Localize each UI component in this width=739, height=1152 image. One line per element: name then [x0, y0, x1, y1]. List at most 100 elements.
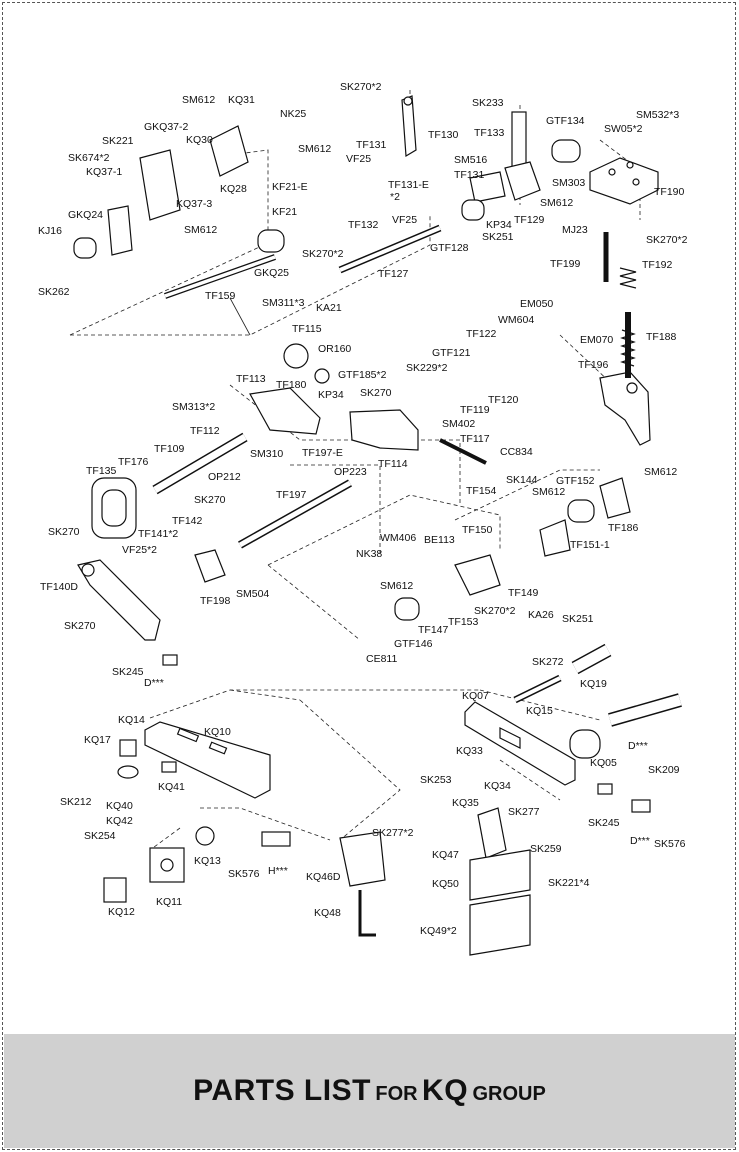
part-label: SK270: [48, 526, 80, 538]
bushing-gkq25: [257, 229, 285, 253]
part-label: SK277*2: [372, 827, 414, 839]
part-label: KQ10: [204, 726, 231, 738]
part-label: TF112: [190, 425, 220, 437]
part-label: KP34: [318, 389, 344, 401]
part-label: KQ47: [432, 849, 459, 861]
bushing-gtf152: [567, 499, 595, 523]
part-label: VF25: [392, 214, 417, 226]
part-label: KQ31: [228, 94, 255, 106]
part-label: SM612: [298, 143, 331, 155]
part-label: KQ14: [118, 714, 145, 726]
part-label: KQ34: [484, 780, 511, 792]
part-label: TF120: [488, 394, 519, 406]
part-label: KQ17: [84, 734, 111, 746]
wrench-kq48: [358, 890, 376, 937]
part-kq41: [161, 761, 177, 773]
part-label: TF151-1: [570, 539, 610, 551]
bar-kq07: [464, 701, 576, 786]
part-label: GTF134: [546, 115, 585, 127]
block-tf198: [194, 549, 226, 583]
part-label: TF133: [474, 127, 505, 139]
part-label: D***: [144, 677, 164, 689]
part-label: KQ40: [106, 800, 133, 812]
part-label: KQ42: [106, 815, 133, 827]
shaft-tf159: [163, 254, 277, 299]
part-label: SK209: [648, 764, 680, 776]
part-label: SM313*2: [172, 401, 215, 413]
part-label: TF147: [418, 624, 449, 636]
part-label: SM612: [532, 486, 565, 498]
part-label: KQ37-3: [176, 198, 212, 210]
d-part-3: [162, 654, 178, 666]
part-label: SM303: [552, 177, 585, 189]
bushing-gtf128: [461, 199, 485, 221]
d-part-1: [631, 799, 651, 813]
part-label: KQ48: [314, 907, 341, 919]
part-label: KQ15: [526, 705, 553, 717]
part-label: KQ50: [432, 878, 459, 890]
part-label: TF154: [466, 485, 497, 497]
part-label: GKQ25: [254, 267, 289, 279]
block-tf186: [599, 477, 631, 519]
part-label: TF192: [642, 259, 673, 271]
part-label: SK229*2: [406, 362, 448, 374]
part-label: NK38: [356, 548, 382, 560]
part-label: D***: [630, 835, 650, 847]
part-label: TF119: [460, 404, 490, 416]
part-label: OP212: [208, 471, 241, 483]
part-label: SK674*2: [68, 152, 110, 164]
part-label: GTF121: [432, 347, 471, 359]
part-label: CC834: [500, 446, 533, 458]
part-label: GTF146: [394, 638, 433, 650]
bushing-gtf134: [551, 139, 581, 163]
oring-or160: [314, 368, 330, 384]
part-label: EM070: [580, 334, 613, 346]
part-label: SK221: [102, 135, 134, 147]
part-label: SK144: [506, 474, 538, 486]
part-label: KF21: [272, 206, 297, 218]
part-label: BE113: [424, 534, 455, 546]
footer-title-kq: KQ: [422, 1074, 469, 1107]
part-label: SM310: [250, 448, 283, 460]
parts: [73, 95, 682, 956]
part-label: TF153: [448, 616, 479, 628]
part-label: TF140D: [40, 581, 78, 593]
part-label: VF25*2: [122, 544, 157, 556]
spring-tf192: [619, 267, 637, 289]
part-label: TF198: [200, 595, 231, 607]
block-tf151: [539, 519, 571, 557]
part-label: KJ16: [38, 225, 62, 237]
part-label: TF197: [276, 489, 307, 501]
part-label: SW05*2: [604, 123, 643, 135]
plate-kq47: [477, 807, 507, 859]
block-tf149: [454, 554, 501, 596]
part-label: TF190: [654, 186, 685, 198]
part-label: TF122: [466, 328, 497, 340]
part-label: SM504: [236, 588, 269, 600]
part-label: SK270: [194, 494, 226, 506]
part-label: GKQ37-2: [144, 121, 189, 133]
part-label: TF132: [348, 219, 379, 231]
part-label: WM604: [498, 314, 534, 326]
part-label: KA26: [528, 609, 554, 621]
part-label: TF113: [236, 373, 266, 385]
bearing-kq12: [103, 877, 127, 903]
part-label: TF188: [646, 331, 677, 343]
part-label: SK277: [508, 806, 540, 818]
part-label: SK251: [482, 231, 514, 243]
plate-kq50: [469, 849, 531, 901]
bushing-gkq24: [107, 205, 133, 256]
part-label: TF117: [460, 433, 490, 445]
block-tf129: [504, 161, 541, 201]
part-label: TF115: [292, 323, 322, 335]
part-label: SK270: [64, 620, 96, 632]
part-label: TF149: [508, 587, 539, 599]
part-label: CE811: [366, 653, 397, 665]
pin-tf117: [439, 438, 487, 465]
hub-right: [608, 693, 682, 727]
bushing-gtf146: [394, 597, 420, 621]
part-label: SK245: [112, 666, 144, 678]
part-label: KP34: [486, 219, 512, 231]
part-label: SK253: [420, 774, 452, 786]
part-label: GTF128: [430, 242, 469, 254]
